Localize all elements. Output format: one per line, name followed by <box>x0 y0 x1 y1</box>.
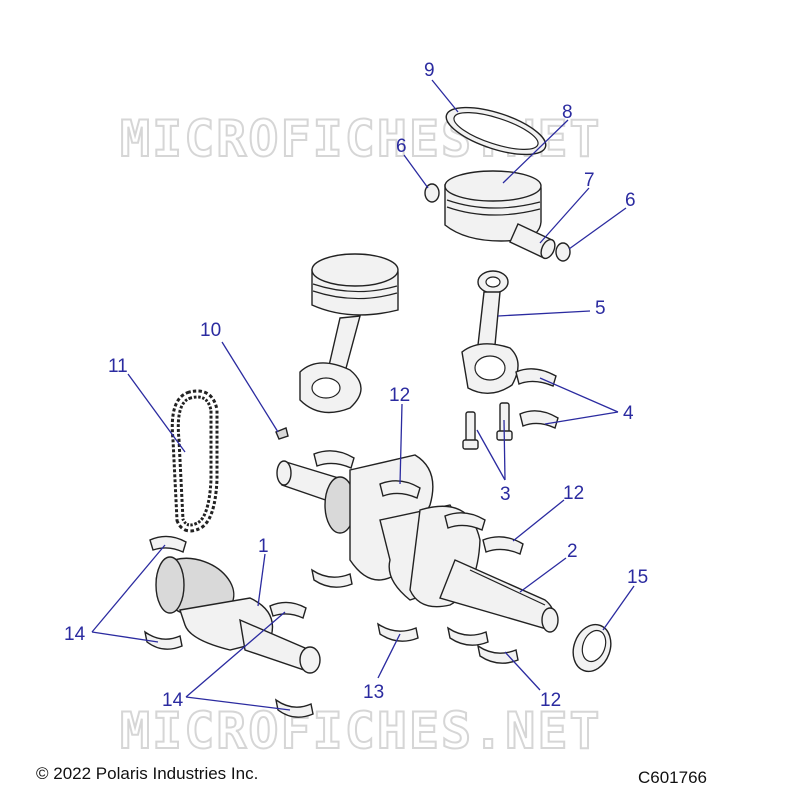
circlip-left <box>424 183 440 203</box>
callout-15: 15 <box>627 567 648 588</box>
thrust-bearing <box>376 622 419 642</box>
piston-rod-assembly <box>299 253 399 414</box>
callout-9: 9 <box>424 60 435 81</box>
figure-code: C601766 <box>638 768 708 787</box>
watermark-bottom: MICROFICHES.NET <box>120 702 602 760</box>
balance-bearing-4 <box>274 698 314 718</box>
piston-ring-set <box>445 106 547 156</box>
main-bearing-6 <box>446 626 489 646</box>
callout-14-bottom: 14 <box>162 690 184 711</box>
timing-chain <box>170 389 219 533</box>
balance-shaft <box>155 556 321 674</box>
main-bearing-1 <box>313 450 355 469</box>
leader-lines <box>91 79 635 711</box>
callout-7: 7 <box>584 170 595 191</box>
main-bearing-4 <box>482 536 524 555</box>
woodruff-key <box>275 427 289 440</box>
copyright-notice: © 2022 Polaris Industries Inc. <box>36 764 259 783</box>
callout-3: 3 <box>500 484 511 505</box>
callout-12-top: 12 <box>389 385 410 406</box>
main-bearing-2 <box>379 480 421 499</box>
balance-bearing-2 <box>143 630 183 650</box>
crankshaft-oil-seal <box>572 623 612 673</box>
callout-6-left: 6 <box>396 136 407 157</box>
piston-pin <box>509 223 556 260</box>
callout-4: 4 <box>623 403 634 424</box>
callout-1: 1 <box>258 536 269 557</box>
crankshaft <box>276 454 559 633</box>
main-bearing-3 <box>444 512 486 531</box>
main-bearing-7 <box>476 644 519 664</box>
callout-13: 13 <box>363 682 384 703</box>
main-bearing-5 <box>310 568 353 588</box>
callout-2: 2 <box>567 541 578 562</box>
rod-bearing-lower <box>519 410 559 429</box>
balance-bearing-1 <box>149 535 187 553</box>
callout-8: 8 <box>562 102 573 123</box>
callout-6-right: 6 <box>625 190 636 211</box>
rod-bearing-upper <box>515 368 557 387</box>
callout-10: 10 <box>200 320 221 341</box>
callout-11: 11 <box>108 356 128 377</box>
circlip-right <box>555 242 571 262</box>
callout-12-bottom: 12 <box>540 690 561 711</box>
balance-bearing-3 <box>269 601 307 619</box>
callout-14-left: 14 <box>64 624 86 645</box>
callout-12-right: 12 <box>563 483 584 504</box>
connecting-rod <box>461 270 519 394</box>
callout-5: 5 <box>595 298 606 319</box>
